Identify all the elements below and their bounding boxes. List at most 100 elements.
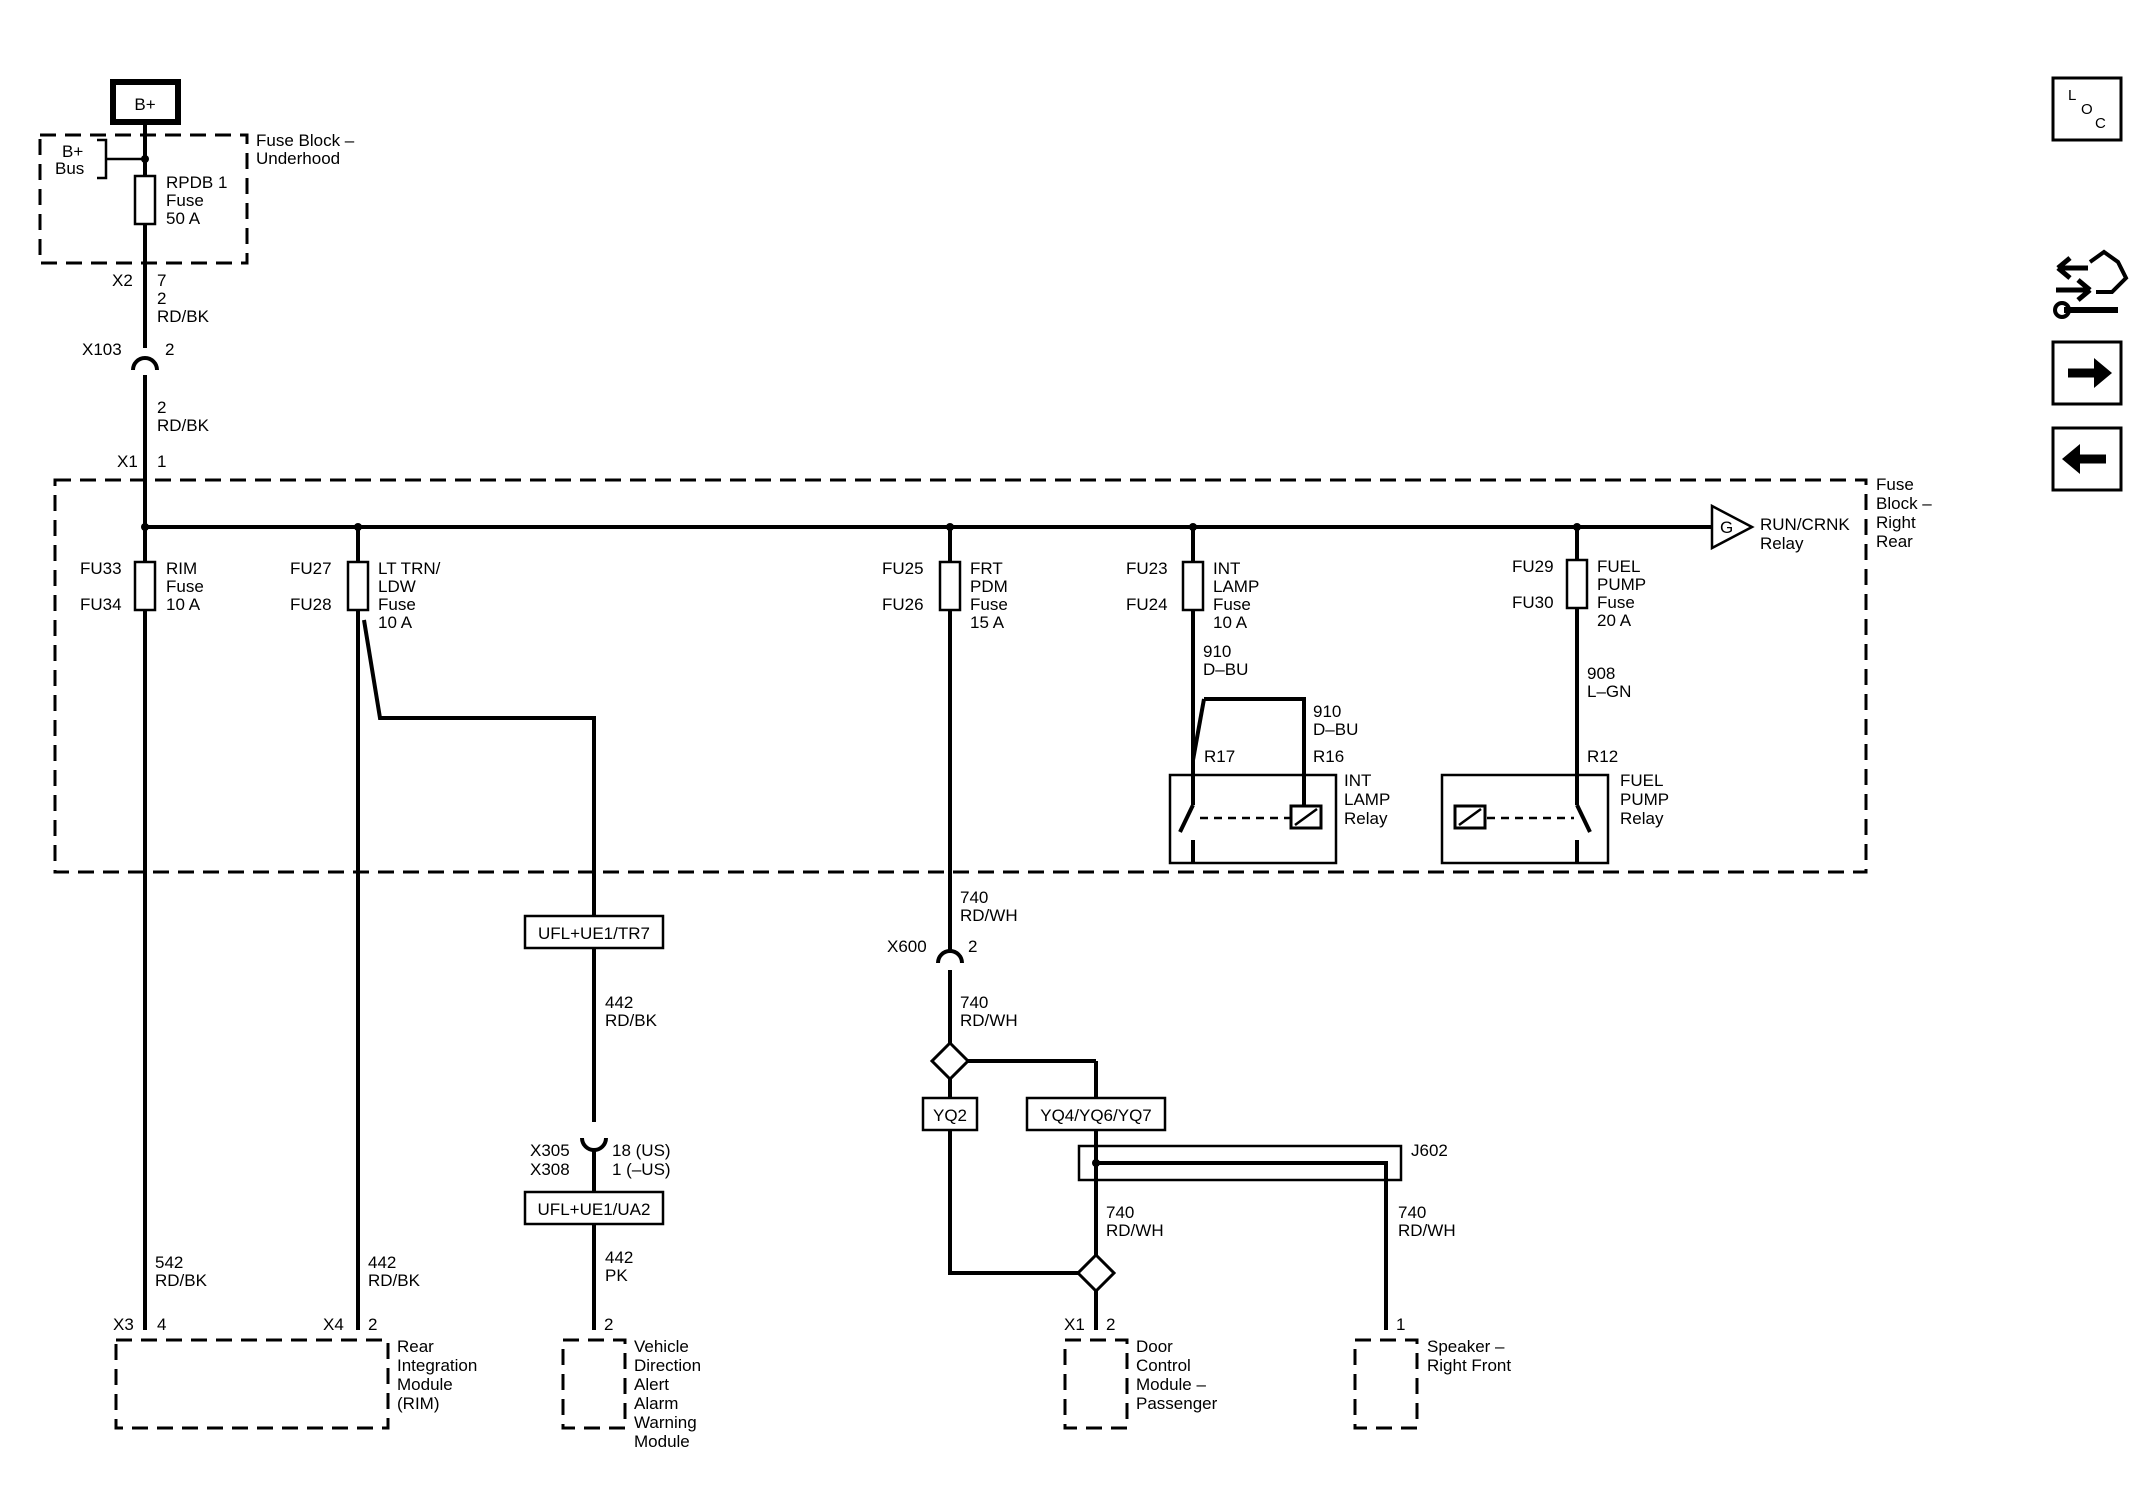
rim-fuse-label: Fuse [166, 577, 204, 596]
w740b-gauge: 740 [960, 993, 988, 1012]
frr-title-1: Fuse [1876, 475, 1914, 494]
fuel-pump-relay [1440, 773, 1610, 865]
w740a-color: RD/WH [960, 906, 1018, 925]
rim-pin4: 4 [157, 1315, 166, 1334]
vdaw-label1: Vehicle [634, 1337, 689, 1356]
previous-page-button[interactable] [2051, 426, 2123, 492]
vdaw-label2: Direction [634, 1356, 701, 1375]
w442c-gauge: 442 [368, 1253, 396, 1272]
option-yq2 [921, 1096, 979, 1132]
run-crnk-relay-label: Relay [1760, 534, 1804, 553]
fuel-relay-label3: Relay [1620, 809, 1664, 828]
dcm-label4: Passenger [1136, 1394, 1218, 1413]
vdaw-label6: Module [634, 1432, 690, 1451]
fu23-label: FU23 [1126, 559, 1168, 578]
rpdb1-rating: 50 A [166, 209, 201, 228]
dcm-x1-label: X1 [1064, 1315, 1085, 1334]
yq2-wire [948, 1130, 1078, 1275]
frt-fuse [938, 560, 962, 612]
w910b-gauge: 910 [1313, 702, 1341, 721]
fuel-relay-coil-slash [1458, 807, 1482, 827]
w442-color: RD/BK [605, 1011, 658, 1030]
fuel-fuse-name: FUEL [1597, 557, 1640, 576]
wrench-head [2053, 301, 2071, 319]
fuel-relay-label2: PUMP [1620, 790, 1669, 809]
fu24-label: FU24 [1126, 595, 1168, 614]
vdaw-label4: Alarm [634, 1394, 678, 1413]
frr-title-4: Rear [1876, 532, 1913, 551]
dcm-pin: 2 [1106, 1315, 1115, 1334]
ltrn-fuse-label: Fuse [378, 595, 416, 614]
option-ufl-tr7 [523, 914, 665, 950]
frr-title-2: Block – [1876, 494, 1932, 513]
w542-gauge: 542 [155, 1253, 183, 1272]
option-ufl-ua2-label: UFL+UE1/UA2 [538, 1200, 651, 1219]
loc-l: L [2068, 87, 2076, 104]
option-yq2-label: YQ2 [933, 1106, 967, 1125]
ltrn-fuse-name2: LDW [378, 577, 416, 596]
right-arrow-part [2056, 278, 2092, 302]
fu28-label: FU28 [290, 595, 332, 614]
next-page-button[interactable] [2051, 340, 2123, 406]
connector-info-button[interactable] [2053, 249, 2129, 319]
w910a-gauge: 910 [1203, 642, 1231, 661]
rpdb1-label: RPDB 1 [166, 173, 227, 192]
fu29-label: FU29 [1512, 557, 1554, 576]
option-ufl-tr7-label: UFL+UE1/TR7 [538, 924, 650, 943]
w908-color: L–GN [1587, 682, 1631, 701]
run-crnk-label: RUN/CRNK [1760, 515, 1850, 534]
w442c-color: RD/BK [368, 1271, 421, 1290]
x2-pin: 7 [157, 271, 166, 290]
ltrn-fuse-name: LT TRN/ [378, 559, 441, 578]
int-relay-label3: Relay [1344, 809, 1388, 828]
fu33-label: FU33 [80, 559, 122, 578]
ltrn-fuse [346, 560, 370, 612]
vdaw-pin: 2 [604, 1315, 613, 1334]
j602-splice-pack [1077, 1144, 1403, 1182]
bplus-label: B+ [134, 95, 155, 114]
frt-fuse-name: FRT [970, 559, 1003, 578]
rim-module-label1: Rear [397, 1337, 434, 1356]
w910b-wire [1204, 697, 1306, 775]
rim-x4-label: X4 [323, 1315, 344, 1334]
int-fuse [1181, 560, 1205, 612]
j602-speaker-wire [1096, 1161, 1388, 1330]
splice-upper [929, 1040, 971, 1082]
loc-button[interactable]: L O C [2051, 76, 2123, 142]
left-arrow-icon [2062, 444, 2080, 474]
int-fuse-name: INT [1213, 559, 1240, 578]
bus-label: B+ [62, 142, 83, 161]
rim-pin2: 2 [368, 1315, 377, 1334]
x1-connector-label: X1 [117, 452, 138, 471]
ltrn-fuse-rating: 10 A [378, 613, 413, 632]
spk-label2: Right Front [1427, 1356, 1511, 1375]
w442pk-color: PK [605, 1266, 628, 1285]
rim-module-label2: Integration [397, 1356, 477, 1375]
loc-c: C [2095, 115, 2106, 132]
wire-gauge: 2 [157, 289, 166, 308]
fuel-relay-label: FUEL [1620, 771, 1663, 790]
r16-label: R16 [1313, 747, 1344, 766]
frt-fuse-name2: PDM [970, 577, 1008, 596]
fuel-fuse-label: Fuse [1597, 593, 1635, 612]
w908-gauge: 908 [1587, 664, 1615, 683]
splice-lower [1075, 1252, 1117, 1294]
speaker-right-front [1353, 1338, 1419, 1430]
door-control-module [1063, 1338, 1129, 1430]
x600-label: X600 [887, 937, 927, 956]
rim-fuse [133, 560, 157, 612]
relay-g-label: G [1720, 518, 1733, 537]
vdaw-label5: Warning [634, 1413, 697, 1432]
run-crnk-relay-symbol [1710, 503, 1755, 551]
right-arrow-icon [2094, 358, 2112, 388]
frr-title-3: Right [1876, 513, 1916, 532]
loc-o: O [2081, 101, 2093, 118]
x308-label: X308 [530, 1160, 570, 1179]
loc-icon[interactable] [2051, 76, 2123, 142]
spk-pin: 1 [1396, 1315, 1405, 1334]
dcm-label3: Module – [1136, 1375, 1206, 1394]
x103-connector-label: X103 [82, 340, 122, 359]
vdaw-module [561, 1338, 627, 1430]
int-relay-switch-arm [1178, 804, 1195, 833]
